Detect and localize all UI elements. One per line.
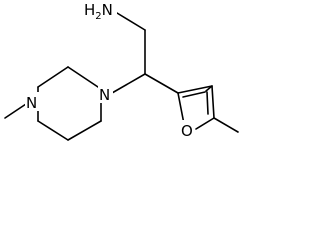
bond-piperazine-5 — [67, 120, 102, 141]
furan-oxygen-label: O — [181, 122, 193, 140]
bond-furan-c4-c3 — [177, 85, 213, 94]
piperazine-nitrogen-attached-label: N — [99, 86, 110, 104]
bond-furan-c2-c3-double — [182, 91, 206, 98]
bond-piperazine-1 — [67, 66, 102, 90]
bond-ch-piperazine-n — [111, 73, 146, 94]
bond-furan-c2-o — [177, 92, 185, 125]
bond-ch-furan-c2 — [144, 73, 179, 94]
bonds — [4, 12, 239, 141]
bond-furan-c4-c5-double — [206, 91, 209, 115]
bond-furan-c5-c4 — [211, 85, 215, 119]
bond-furan-methyl — [213, 117, 239, 133]
chemical-structure-diagram: H2N N N O — [4, 0, 239, 141]
bond-furan-o-c5 — [195, 117, 215, 130]
bond-piperazine-2 — [37, 66, 69, 88]
piperazine-nitrogen-methyl-label: N — [26, 94, 37, 112]
bond-amine-ch2 — [116, 12, 146, 31]
bond-piperazine-4 — [37, 120, 69, 141]
amine-nitrogen-label: H2N — [84, 1, 113, 22]
atom-labels: H2N N N O — [25, 0, 195, 140]
